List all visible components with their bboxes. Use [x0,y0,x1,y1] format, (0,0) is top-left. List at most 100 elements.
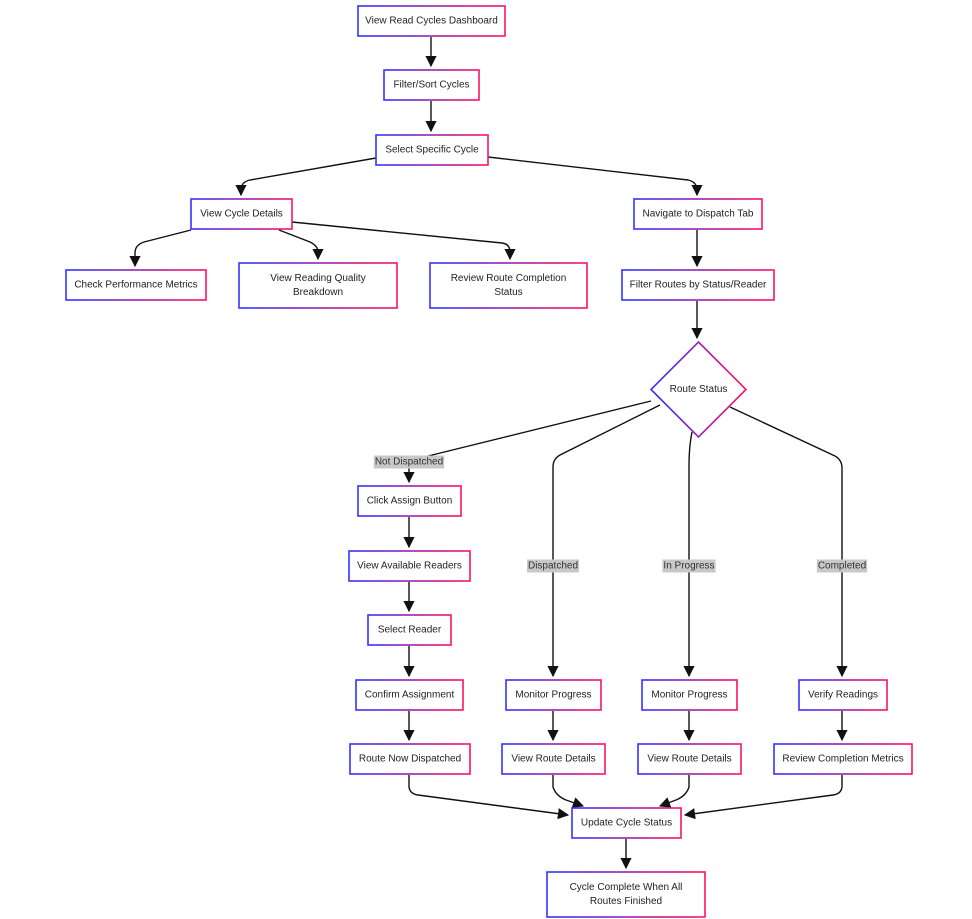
edge-label-background [816,559,868,573]
node-view-route-details: View Route Details [637,743,742,775]
decision-route-status: Route Status [649,340,748,439]
decision-diamond [649,340,748,439]
node-monitor-progress: Monitor Progress [505,679,602,711]
node-update-cycle-status: Update Cycle Status [571,807,682,839]
node-label: View Route Details [647,754,731,765]
node-check-performance-metrics: Check Performance Metrics [65,269,207,301]
edge-n3-to-n5 [487,156,703,197]
node-label: Review Route Completion [451,273,567,284]
node-box [357,5,506,37]
node-box [429,262,588,309]
node-box [798,679,888,711]
node-box [501,743,606,775]
node-label: Routes Finished [590,896,662,907]
node-box [505,679,602,711]
node-label: Filter/Sort Cycles [393,80,469,91]
edge-label-in-progress: In Progress [662,559,716,573]
node-box [65,269,207,301]
edge-n4-to-n7 [278,229,324,261]
node-filter-sort-cycles: Filter/Sort Cycles [383,69,480,101]
node-label: Select Reader [378,625,442,636]
node-box [773,743,913,775]
node-label: Monitor Progress [651,690,727,701]
node-box [355,679,464,711]
node-select-reader: Select Reader [367,614,452,646]
node-label: Confirm Assignment [365,690,455,701]
node-label: Verify Readings [808,690,878,701]
node-label: View Route Details [511,754,595,765]
edge-n19-to-n22 [658,775,690,808]
edge-label-text: In Progress [663,561,714,572]
edge-n10-to-n11 [403,400,652,484]
node-label: Click Assign Button [367,496,453,507]
node-label: Select Specific Cycle [385,145,479,156]
node-box [621,269,775,301]
node-box [633,198,763,230]
edge-n10-to-n18 [683,431,695,678]
node-box [357,485,462,517]
node-label: Status [494,287,522,298]
edge-label-background [373,455,445,469]
node-review-completion-metrics: Review Completion Metrics [773,743,913,775]
edge-label-background [526,559,580,573]
node-label: Check Performance Metrics [74,280,197,291]
node-box [641,679,738,711]
node-route-now-dispatched: Route Now Dispatched [349,743,471,775]
edge-n3-to-n4 [235,157,377,197]
node-box [348,550,471,582]
edge-n17-to-n22 [552,775,585,808]
edge-label-text: Not Dispatched [375,457,443,468]
node-label: Navigate to Dispatch Tab [643,209,754,220]
edge-n10-to-n20 [729,406,848,678]
edge-label-text: Dispatched [528,561,578,572]
edge-n15-to-n22 [408,775,570,820]
node-label: View Read Cycles Dashboard [365,16,498,27]
node-filter-routes-by-status-reader: Filter Routes by Status/Reader [621,269,775,301]
node-label: Breakdown [293,287,343,298]
node-box [546,871,706,918]
node-view-route-details: View Route Details [501,743,606,775]
node-label: Monitor Progress [515,690,591,701]
edge-label-text: Completed [818,561,866,572]
node-label: Update Cycle Status [581,818,672,829]
edge-label-completed: Completed [816,559,868,573]
node-box [375,134,489,166]
node-monitor-progress: Monitor Progress [641,679,738,711]
node-view-available-readers: View Available Readers [348,550,471,582]
node-label: Route Status [670,384,728,395]
node-label: Route Now Dispatched [359,754,461,765]
node-box [190,198,293,230]
node-label: Cycle Complete When All [570,882,683,893]
edge-n10-to-n16 [547,404,661,678]
node-box [637,743,742,775]
node-verify-readings: Verify Readings [798,679,888,711]
node-label: View Available Readers [357,561,462,572]
node-box [349,743,471,775]
node-label: View Cycle Details [200,209,283,220]
edge-label-background [662,559,716,573]
node-box [367,614,452,646]
node-select-specific-cycle: Select Specific Cycle [375,134,489,166]
edge-label-not-dispatched: Not Dispatched [373,455,445,469]
node-navigate-to-dispatch-tab: Navigate to Dispatch Tab [633,198,763,230]
edge-n4-to-n8 [291,221,516,261]
edge-label-dispatched: Dispatched [526,559,580,573]
node-click-assign-button: Click Assign Button [357,485,462,517]
node-label: Filter Routes by Status/Reader [630,280,767,291]
node-view-read-cycles-dashboard: View Read Cycles Dashboard [357,5,506,37]
node-box [571,807,682,839]
node-confirm-assignment: Confirm Assignment [355,679,464,711]
edge-n21-to-n22 [683,775,843,820]
node-box [238,262,398,309]
edge-n4-to-n6 [129,229,192,268]
node-label: View Reading Quality [270,273,365,284]
node-box [383,69,480,101]
node-label: Review Completion Metrics [782,754,903,765]
node-view-cycle-details: View Cycle Details [190,198,293,230]
